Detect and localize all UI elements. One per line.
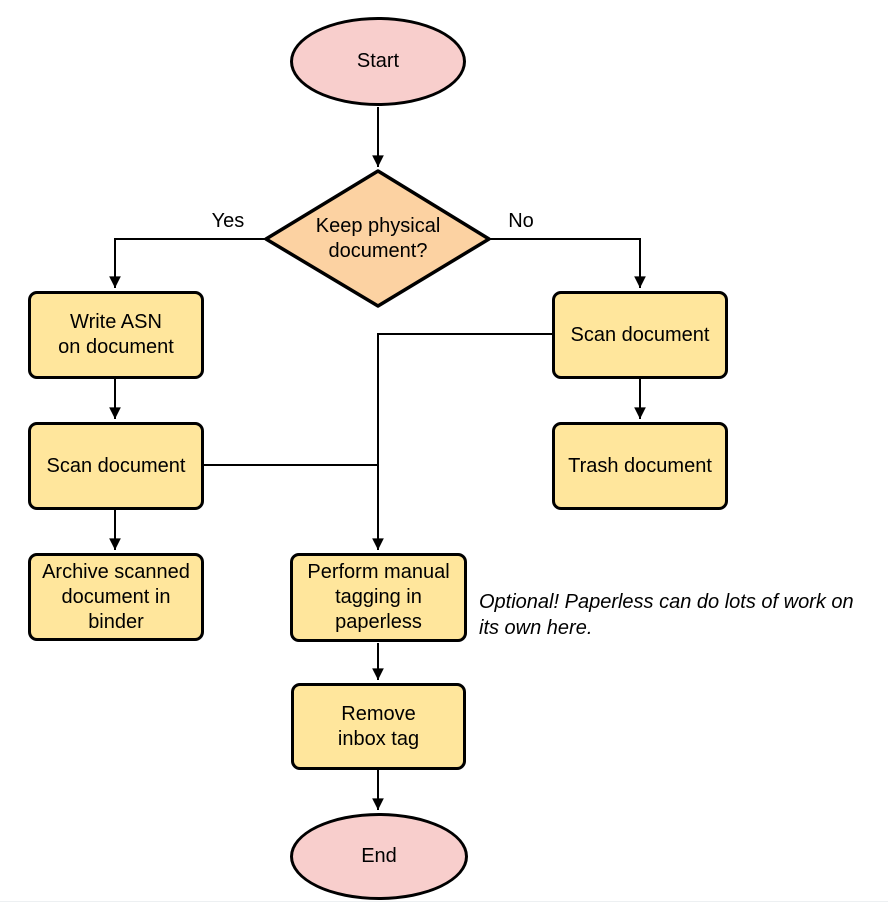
page-bottom-divider [0, 901, 888, 902]
node-remove-inbox-tag: Remove inbox tag [291, 683, 466, 770]
edge-decision-yes-to-write-asn [109, 238, 265, 288]
node-manual-tagging-label: Perform manual tagging in paperless [307, 561, 450, 633]
edge-scan-discard-to-tagging [372, 333, 552, 550]
edge-label-yes: Yes [211, 210, 245, 232]
edge-label-no: No [508, 210, 534, 232]
node-end: End [290, 813, 468, 900]
node-scan-document-keep-label: Scan document [46, 454, 186, 477]
node-decision: Keep physical document? [278, 208, 478, 270]
node-scan-document-keep: Scan document [28, 422, 204, 510]
node-end-label: End [361, 845, 397, 867]
node-write-asn-label: Write ASN on document [58, 311, 174, 358]
node-archive-in-binder: Archive scanned document in binder [28, 553, 204, 641]
node-scan-document-discard: Scan document [552, 291, 728, 379]
node-remove-inbox-tag-label: Remove inbox tag [337, 702, 420, 750]
node-start-label: Start [356, 50, 400, 72]
node-decision-label: Keep physical document? [315, 215, 441, 262]
node-scan-document-discard-label: Scan document [570, 323, 710, 346]
annotation-optional-note: Optional! Paperless can do lots of work … [479, 591, 854, 639]
node-manual-tagging: Perform manual tagging in paperless [290, 553, 467, 642]
node-start: Start [290, 17, 466, 106]
node-archive-in-binder-label: Archive scanned document in binder [42, 560, 190, 633]
edge-decision-no-to-scan-discard [490, 238, 646, 288]
node-trash-document: Trash document [552, 422, 728, 510]
node-write-asn: Write ASN on document [28, 291, 204, 379]
node-trash-document-label: Trash document [568, 454, 712, 477]
